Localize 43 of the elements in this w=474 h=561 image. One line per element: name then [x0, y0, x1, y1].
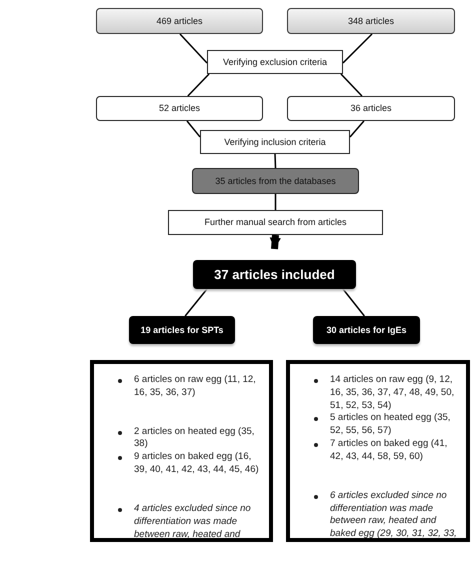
connector-line	[179, 33, 208, 64]
box-label: 19 articles for SPTs	[140, 324, 224, 336]
arrow	[270, 234, 281, 250]
process-box	[287, 8, 455, 34]
connector-line	[349, 120, 364, 138]
process-box	[200, 130, 350, 154]
process-box	[129, 316, 235, 344]
box-label: 348 articles	[348, 16, 394, 26]
connector-line	[186, 120, 201, 138]
process-box	[96, 8, 263, 34]
bullet-text: 6 articles on raw egg (11, 12, 16, 35, 36, 37)	[134, 374, 257, 400]
list-panel	[90, 360, 273, 542]
bullet-text: 5 articles on heated egg (35, 52, 55, 56, 57)	[330, 412, 452, 438]
process-box	[192, 168, 359, 194]
connector-line	[342, 288, 365, 316]
bullet-text: 4 articles excluded since no differentiation was made between raw, heated and	[134, 502, 252, 542]
process-box	[193, 260, 356, 289]
bullet-text: 2 articles on heated egg (35, 38)	[134, 426, 256, 452]
connector-line	[274, 154, 276, 168]
bullet-text: 14 articles on raw egg (9, 12, 16, 35, 36, 37, 47, 48, 49, 50, 51, 52, 53, 54)	[330, 374, 456, 412]
bullet-text: 6 articles excluded since no differentiation was made between raw, heated and baked egg (29, 30, 31, 32, 33,	[330, 490, 458, 541]
process-box	[96, 96, 263, 121]
process-box	[168, 210, 383, 235]
box-label: 52 articles	[158, 103, 200, 114]
bullet-text: 7 articles on baked egg (41, 42, 43, 44, 58, 59, 60)	[330, 438, 448, 464]
box-label: 36 articles	[350, 103, 392, 114]
connector-line	[184, 288, 208, 316]
box-label: 35 articles from the databases	[215, 176, 336, 186]
process-box	[287, 96, 455, 121]
box-label: Further manual search from articles	[204, 217, 347, 228]
box-label: 30 articles for IgEs	[326, 324, 407, 336]
connector-line	[274, 194, 276, 210]
connector-line	[342, 33, 373, 64]
process-box	[207, 50, 343, 74]
connector-line	[340, 73, 362, 97]
connector-line	[187, 73, 210, 97]
list-panel	[286, 360, 470, 542]
box-label: 37 articles included	[214, 266, 335, 282]
box-label: 469 articles	[156, 16, 203, 26]
box-label: Verifying exclusion criteria	[222, 56, 328, 68]
box-label: Verifying inclusion criteria	[224, 136, 326, 148]
bullet-text: 9 articles on baked egg (16, 39, 40, 41, 42, 43, 44, 45, 46)	[134, 451, 260, 477]
process-box	[313, 316, 420, 344]
